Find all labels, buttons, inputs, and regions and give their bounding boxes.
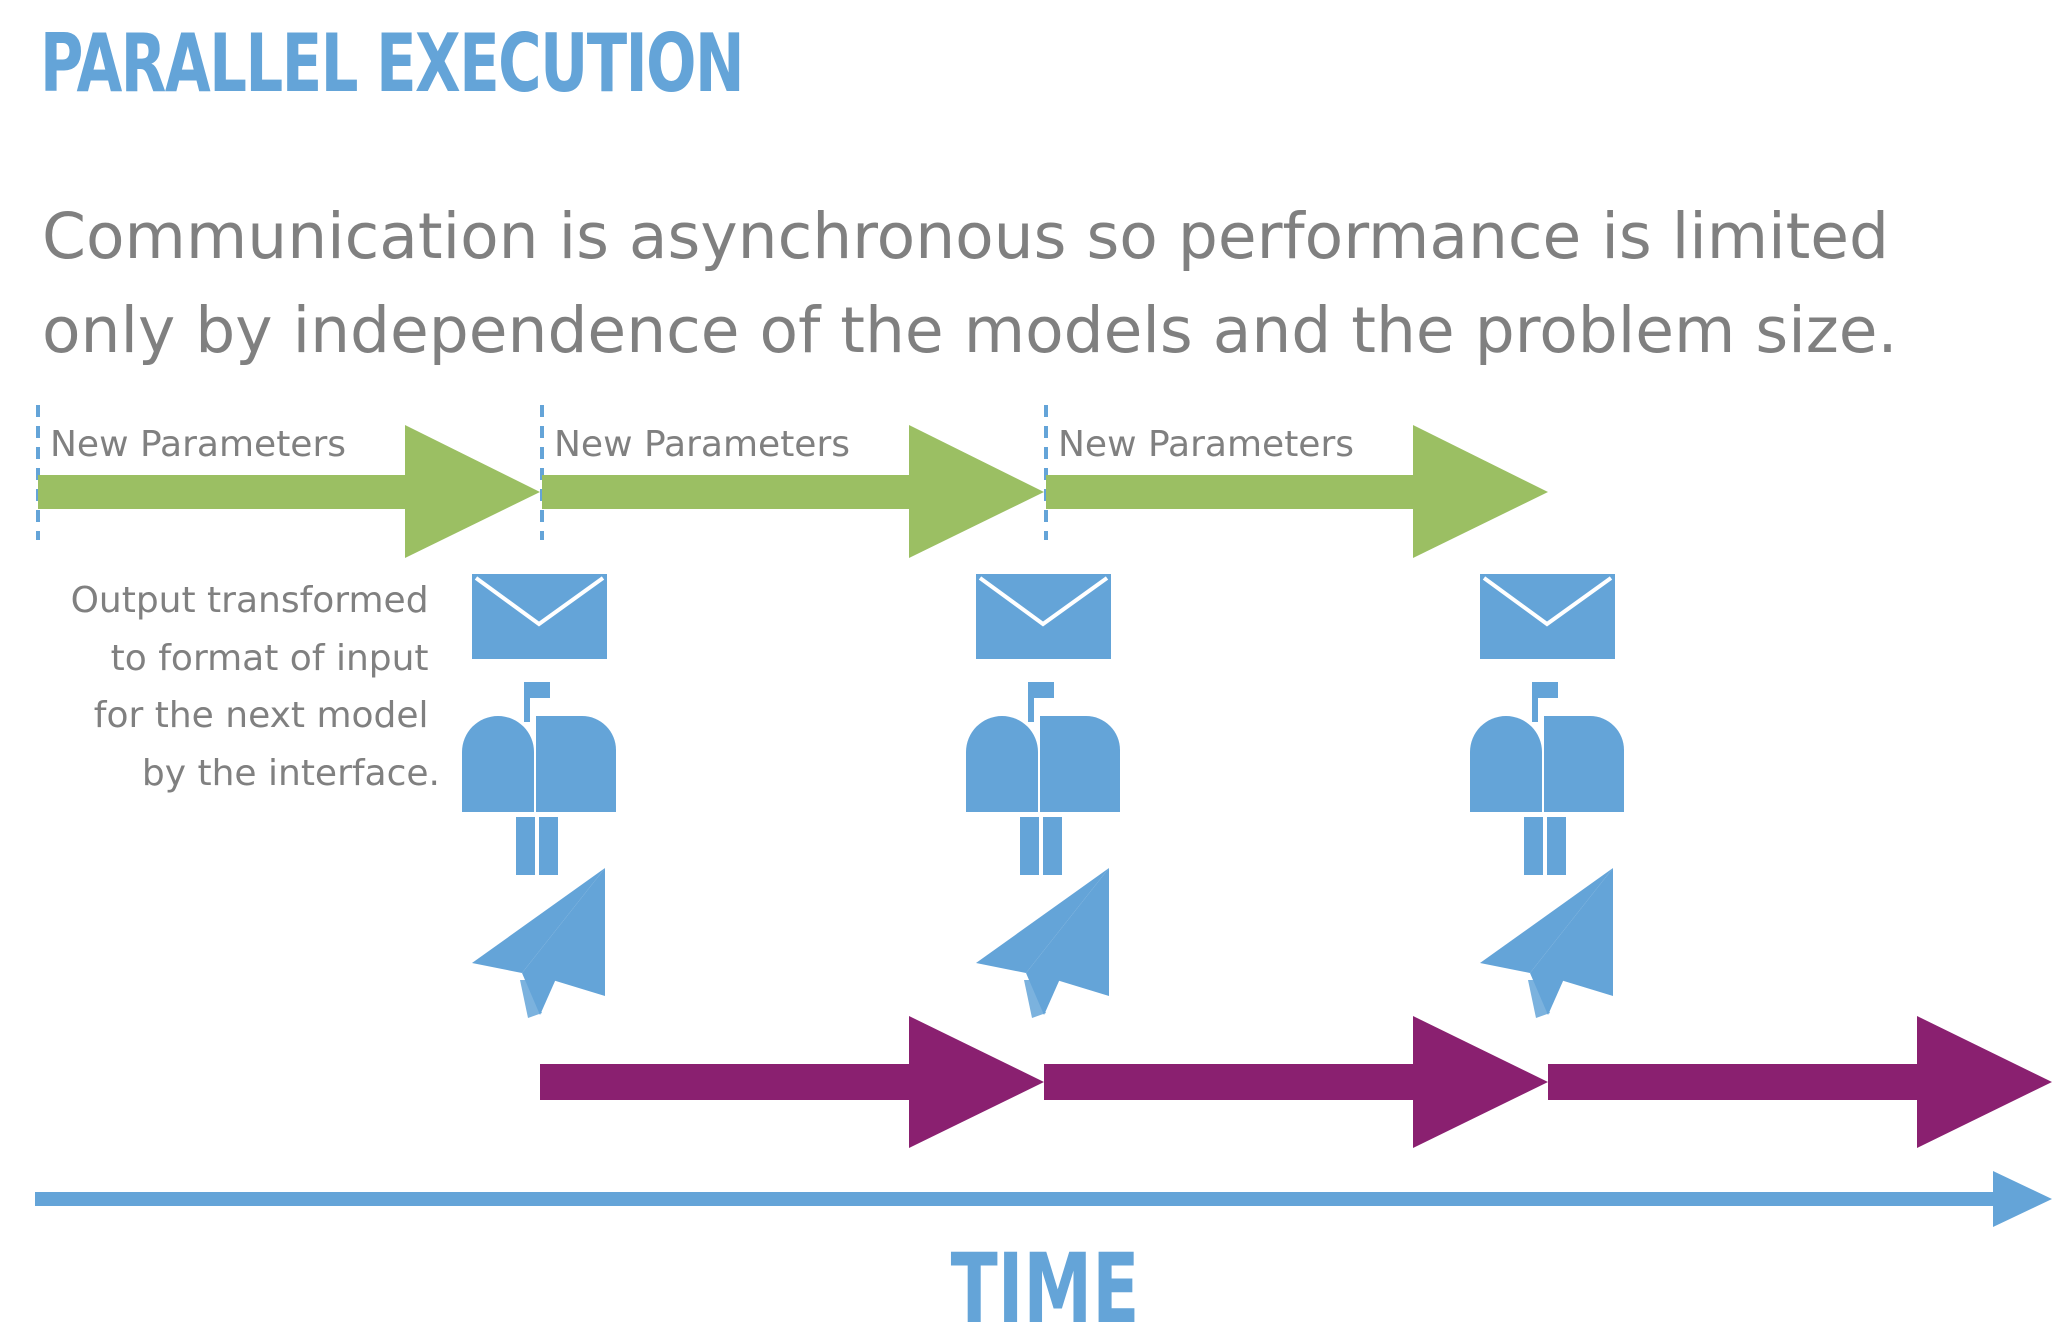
envelope-icon — [470, 572, 609, 661]
interface-icons-1 — [462, 572, 616, 1018]
param-label-2: New Parameters — [554, 424, 850, 465]
green-arrow-2 — [542, 425, 1044, 558]
purple-arrow-3 — [1548, 1016, 2052, 1148]
green-arrow-1 — [38, 425, 540, 558]
body-line-1: Communication is asynchronous so perform… — [42, 200, 1890, 273]
paper-plane-icon — [472, 868, 605, 1018]
mailbox-icon — [462, 682, 616, 875]
time-axis-line — [35, 1192, 2005, 1206]
time-label: TIME — [951, 1232, 1140, 1337]
green-arrow-3 — [1046, 425, 1548, 558]
param-label-1: New Parameters — [50, 424, 346, 465]
body-text: Communication is asynchronous so perform… — [42, 190, 2042, 378]
interface-icons-2 — [966, 572, 1120, 1018]
purple-arrow-1 — [540, 1016, 1044, 1148]
time-axis — [35, 1171, 2052, 1227]
envelope-icon — [1478, 572, 1617, 661]
note-line-1: Output transformed — [71, 580, 429, 621]
note-line-4: by the interface. — [142, 753, 440, 794]
purple-arrows — [540, 1016, 2052, 1148]
page-title: PARALLEL EXECUTION — [40, 17, 745, 110]
paper-plane-icon — [1480, 868, 1613, 1018]
envelope-icon — [974, 572, 1113, 661]
mailbox-icon — [966, 682, 1120, 875]
interface-note: Output transformed to format of input fo… — [71, 580, 440, 794]
param-label-3: New Parameters — [1058, 424, 1354, 465]
mailbox-icon — [1470, 682, 1624, 875]
note-line-2: to format of input — [111, 638, 429, 679]
interface-icons-3 — [1470, 572, 1624, 1018]
note-line-3: for the next model — [94, 695, 429, 736]
body-line-2: only by independence of the models and t… — [42, 294, 1898, 367]
paper-plane-icon — [976, 868, 1109, 1018]
green-arrows — [38, 425, 1548, 558]
purple-arrow-2 — [1044, 1016, 1548, 1148]
start-markers — [36, 405, 1048, 540]
time-axis-arrowhead — [1993, 1171, 2052, 1227]
